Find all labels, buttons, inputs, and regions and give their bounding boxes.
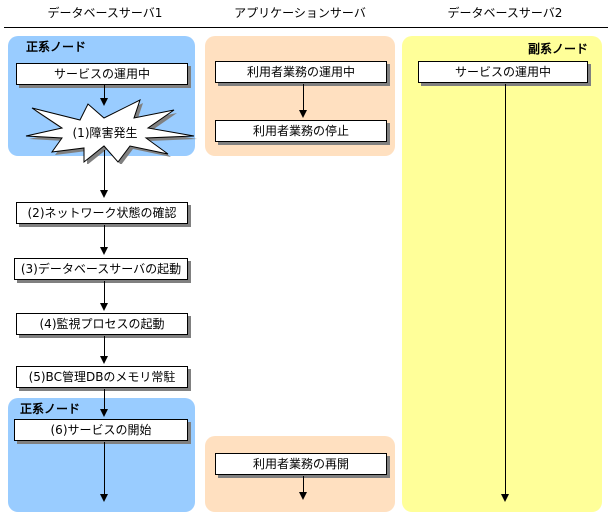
primary-node-lane-bottom bbox=[8, 398, 195, 512]
arrow-down-icon bbox=[100, 98, 108, 106]
connector bbox=[104, 150, 105, 192]
arrow-down-icon bbox=[100, 494, 108, 502]
arrow-down-icon bbox=[100, 190, 108, 198]
arrow-down-icon bbox=[501, 494, 509, 502]
connector bbox=[104, 281, 105, 305]
primary-node-label-top: 正系ノード bbox=[26, 40, 87, 54]
connector bbox=[505, 84, 506, 496]
arrow-down-icon bbox=[299, 492, 307, 500]
arrow-down-icon bbox=[100, 247, 108, 255]
connector bbox=[303, 476, 304, 494]
arrow-down-icon bbox=[100, 356, 108, 364]
db2-step-service-running: サービスの運用中 bbox=[418, 61, 588, 83]
arrow-down-icon bbox=[299, 110, 307, 118]
app-step-resumed: 利用者業務の再開 bbox=[215, 453, 387, 475]
connector bbox=[104, 85, 105, 99]
failure-burst-icon bbox=[25, 99, 197, 164]
app-step-running: 利用者業務の運用中 bbox=[215, 61, 387, 83]
secondary-node-lane bbox=[402, 36, 602, 512]
arrow-down-icon bbox=[100, 409, 108, 417]
failure-step-label: (1)障害発生 bbox=[72, 126, 138, 140]
db1-step-service-start: (6)サービスの開始 bbox=[14, 419, 188, 441]
db1-step-bc-db-resident: (5)BC管理DBのメモリ常駐 bbox=[16, 366, 188, 388]
column-header-db1: データベースサーバ1 bbox=[47, 6, 163, 20]
db1-step-network-check: (2)ネットワーク状態の確認 bbox=[16, 202, 188, 224]
connector bbox=[303, 84, 304, 112]
primary-node-label-bottom: 正系ノード bbox=[20, 402, 81, 416]
db1-step-db-start: (3)データベースサーバの起動 bbox=[14, 258, 188, 280]
app-step-stopped: 利用者業務の停止 bbox=[215, 120, 387, 142]
connector bbox=[104, 389, 105, 411]
header-divider bbox=[4, 27, 608, 28]
arrow-down-icon bbox=[100, 303, 108, 311]
column-header-app: アプリケーションサーバ bbox=[234, 6, 366, 20]
db1-step-service-running: サービスの運用中 bbox=[16, 63, 188, 85]
connector bbox=[104, 336, 105, 358]
column-header-db2: データベースサーバ2 bbox=[447, 6, 563, 20]
connector bbox=[104, 225, 105, 249]
secondary-node-label: 副系ノード bbox=[528, 42, 589, 56]
connector bbox=[104, 442, 105, 496]
db1-step-monitor-start: (4)監視プロセスの起動 bbox=[16, 313, 188, 335]
